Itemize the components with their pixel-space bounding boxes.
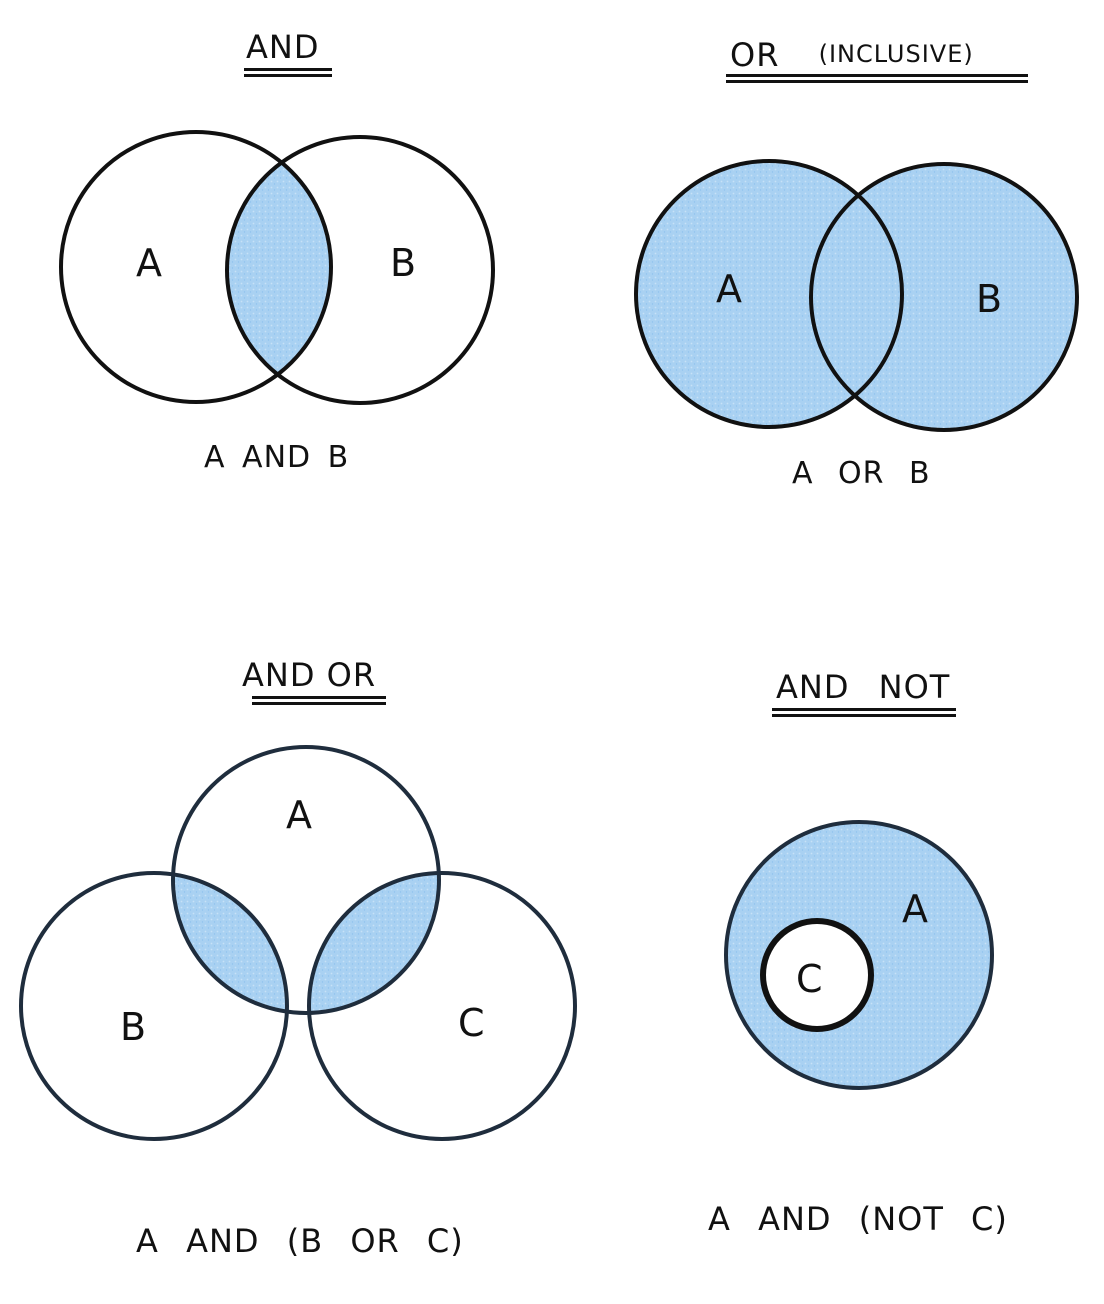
and-or-title-underline <box>252 696 386 705</box>
and-not-title: AND NOT <box>776 668 950 706</box>
or-circle-a <box>634 159 904 429</box>
or-venn: A B <box>634 159 1079 432</box>
and-or-intersection-ab-fill <box>173 873 287 1013</box>
and-caption: A AND B <box>204 440 350 475</box>
and-not-title-text: AND NOT <box>776 668 951 706</box>
or-title-main: OR <box>730 36 780 74</box>
and-or-label-b: B <box>120 1005 146 1049</box>
and-not-caption: A AND (NOT C) <box>708 1200 1008 1238</box>
and-title-underline <box>244 68 332 77</box>
and-not-label-c: C <box>796 957 823 1001</box>
or-title-underline <box>726 74 1028 83</box>
and-intersection-fill <box>227 137 331 402</box>
or-label-a: A <box>716 267 742 311</box>
or-label-b: B <box>976 277 1002 321</box>
or-title: OR (INCLUSIVE) <box>730 36 974 74</box>
and-or-circle-b <box>19 871 289 1141</box>
and-or-intersection-ac-fill <box>309 873 439 1013</box>
and-title-text: AND <box>246 28 320 66</box>
and-title: AND <box>246 28 319 66</box>
and-circle-b <box>225 135 495 405</box>
and-not-venn: A C <box>724 820 994 1090</box>
and-or-label-a: A <box>286 793 312 837</box>
and-or-label-c: C <box>458 1001 485 1045</box>
or-circle-b <box>809 162 1079 432</box>
and-venn: A B <box>59 130 495 405</box>
and-not-label-a: A <box>902 887 928 931</box>
and-or-circle-a <box>171 745 441 1015</box>
and-not-title-underline <box>772 708 956 717</box>
and-label-a: A <box>136 241 162 285</box>
and-label-b: B <box>390 241 416 285</box>
and-or-title-text: AND OR <box>242 656 377 694</box>
and-or-title: AND OR <box>242 656 376 694</box>
and-circle-a <box>59 130 333 404</box>
or-fill-b <box>811 164 1077 430</box>
or-caption: A OR B <box>792 456 931 491</box>
and-or-circle-c <box>307 871 577 1141</box>
or-title-sub: (INCLUSIVE) <box>818 40 974 68</box>
and-not-circle-c <box>760 918 874 1032</box>
and-not-circle-a <box>724 820 994 1090</box>
and-or-venn: A B C <box>19 745 577 1141</box>
and-or-caption: A AND (B OR C) <box>136 1222 464 1260</box>
